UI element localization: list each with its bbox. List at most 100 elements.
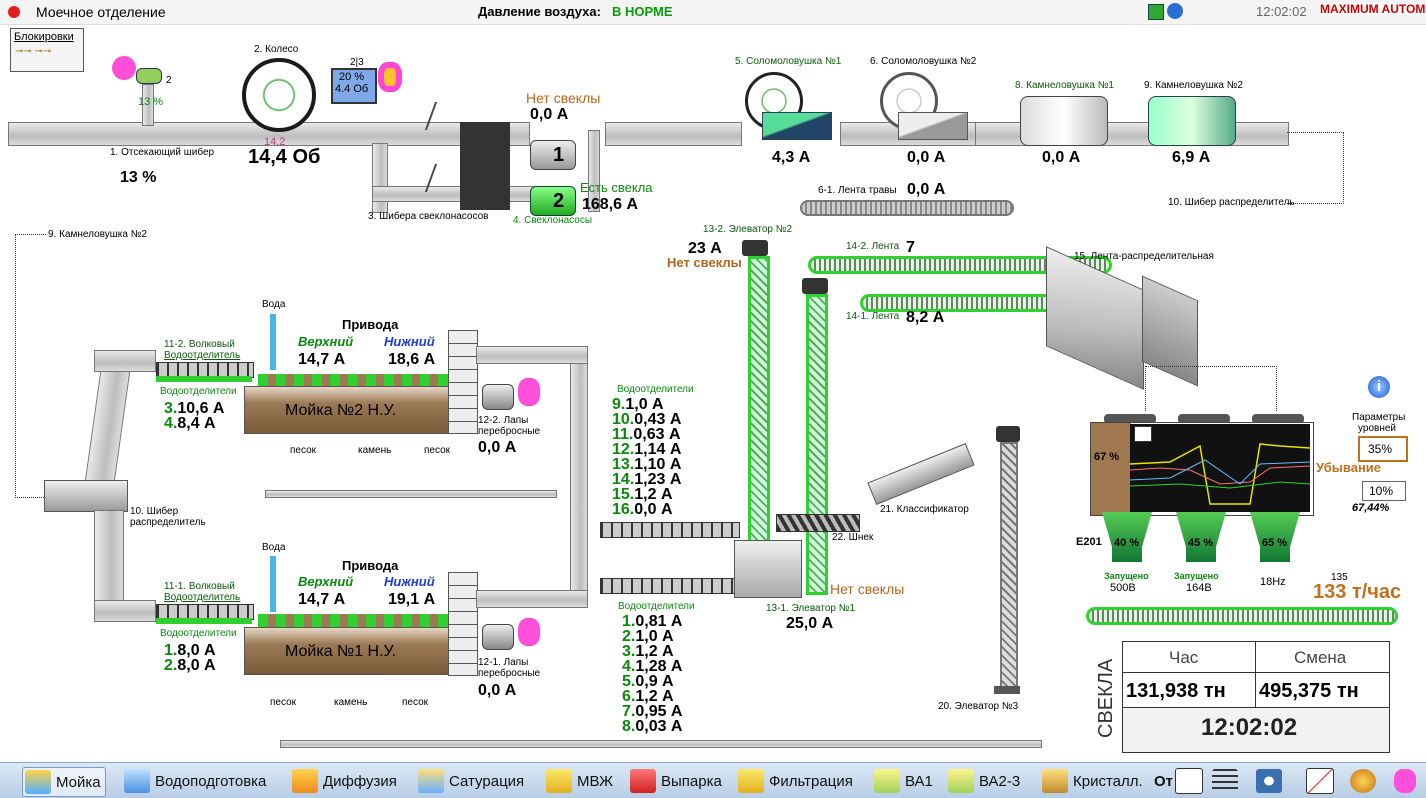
bunker1-pct: 65 % bbox=[1262, 537, 1288, 549]
hand-icon bbox=[1394, 769, 1416, 793]
bunker-discharge-belt[interactable] bbox=[1086, 607, 1398, 625]
trend-button[interactable] bbox=[1306, 767, 1339, 795]
sep-top-title: Водоотделители bbox=[617, 384, 694, 395]
e20-elevator[interactable] bbox=[1000, 442, 1018, 690]
return-top bbox=[476, 346, 588, 364]
sep-bottom-row: 1.0,81 А bbox=[622, 613, 683, 630]
wash1-sep2-val: 8,0 А bbox=[177, 657, 216, 674]
return-riser bbox=[570, 346, 588, 592]
blocks-button[interactable]: Блокировки ⊸⊸ ⊸⊸ bbox=[10, 28, 84, 72]
wash2-volk-active bbox=[156, 376, 252, 382]
param2-value: 10% bbox=[1369, 484, 1394, 498]
shutter-actuator-icon[interactable] bbox=[136, 68, 162, 84]
summary-col2-header: Смена bbox=[1256, 642, 1389, 673]
trend-label: Убывание bbox=[1316, 460, 1382, 475]
bunker2-cap bbox=[1178, 414, 1230, 424]
wash1-paddle-value: 0,0 А bbox=[478, 682, 517, 699]
hand-control-icon-2[interactable] bbox=[378, 62, 402, 92]
wash1-tank[interactable]: Мойка №1 Н.У. bbox=[244, 627, 450, 675]
wash1-volk-1: 11-1. Волковый bbox=[164, 581, 235, 592]
bunker3-pct: 40 % bbox=[1114, 537, 1140, 549]
wash1-sep1-num: 1. bbox=[164, 642, 178, 659]
logo: MAXIMUM AUTOMATION bbox=[1320, 3, 1426, 15]
tab-va1[interactable]: ВА1 bbox=[874, 767, 933, 795]
bunker-feed-links bbox=[1145, 366, 1277, 411]
chat-icon[interactable] bbox=[1167, 3, 1183, 19]
tab-mvzh[interactable]: МВЖ bbox=[546, 767, 613, 795]
summary-col1-header: Час bbox=[1123, 642, 1256, 673]
bunker-level: 67 % bbox=[1094, 451, 1120, 463]
screw-icon[interactable] bbox=[776, 514, 860, 532]
wash2-drain bbox=[265, 490, 557, 498]
sep-top-row: 12.1,14 А bbox=[612, 441, 682, 458]
wash2-tank[interactable]: Мойка №2 Н.У. bbox=[244, 386, 450, 434]
settings-button[interactable] bbox=[1256, 767, 1287, 795]
param2-field[interactable]: 10% bbox=[1362, 481, 1406, 501]
distributor-body[interactable] bbox=[44, 480, 128, 512]
wheel-icon[interactable] bbox=[242, 58, 316, 132]
hand-control-icon[interactable] bbox=[112, 56, 136, 80]
tab-diffusion[interactable]: Диффузия bbox=[292, 767, 397, 795]
shutter-stem bbox=[142, 84, 154, 126]
straw1-body bbox=[762, 112, 832, 140]
summary-table: Час Смена 131,938 тн 495,375 тн 12:02:02 bbox=[1122, 641, 1390, 753]
tab-water[interactable]: Водоподготовка bbox=[124, 767, 266, 795]
belt142[interactable] bbox=[808, 256, 1112, 274]
wash1-hand-icon[interactable] bbox=[518, 618, 540, 646]
e131-elevator[interactable] bbox=[806, 294, 828, 595]
saturation-icon bbox=[418, 769, 444, 793]
wash1-drives: Привода bbox=[342, 558, 399, 573]
summary-side-label: СВЕКЛА bbox=[1095, 658, 1117, 738]
tab-crystal[interactable]: Кристалл. bbox=[1042, 767, 1143, 795]
classifier-label: 21. Классификатор bbox=[880, 504, 969, 515]
list-icon bbox=[1212, 769, 1238, 793]
bunker2-v: 164В bbox=[1186, 582, 1212, 594]
e132-elevator[interactable] bbox=[748, 256, 770, 552]
pump1-icon[interactable]: 1 bbox=[530, 140, 576, 170]
air-pressure-label: Давление воздуха: bbox=[478, 4, 601, 19]
info-icon[interactable]: i bbox=[1368, 376, 1390, 398]
wash2-paddle-motor-icon[interactable] bbox=[482, 384, 514, 410]
tab-va23[interactable]: ВА2-3 bbox=[948, 767, 1020, 795]
stone1-drum-icon[interactable] bbox=[1020, 96, 1108, 146]
shutter-label: 1. Отсекающий шибер bbox=[110, 147, 215, 158]
bottom-separators-belt[interactable] bbox=[600, 578, 736, 594]
classifier-icon[interactable] bbox=[867, 443, 975, 505]
network-icon[interactable] bbox=[1148, 4, 1164, 20]
tab-wash[interactable]: Мойка bbox=[22, 767, 106, 797]
list-button[interactable] bbox=[1212, 767, 1243, 795]
tools-button[interactable] bbox=[1350, 767, 1381, 795]
tab-saturation[interactable]: Сатурация bbox=[418, 767, 524, 795]
sep-top-row: 11.0,63 А bbox=[612, 426, 681, 443]
speed-panel[interactable]: 20 % 4.4 Об bbox=[331, 68, 377, 104]
wash1-paddle-motor-icon[interactable] bbox=[482, 624, 514, 650]
grass-belt[interactable] bbox=[800, 200, 1014, 216]
chart-popup-icon[interactable] bbox=[1134, 426, 1152, 442]
sep-top-row: 9.1,0 А bbox=[612, 396, 664, 413]
wash1-sep-label: Водоотделители bbox=[160, 628, 237, 639]
chart-icon bbox=[1306, 768, 1334, 794]
grass-belt-value: 0,0 А bbox=[907, 181, 946, 198]
dist-belt-label: 15. Лента-распределительная bbox=[1074, 251, 1214, 262]
wash2-hand-icon[interactable] bbox=[518, 378, 540, 406]
left-chute-top bbox=[94, 350, 156, 372]
stone2-ref-label: 9. Камнеловушка №2 bbox=[48, 229, 147, 240]
grass-belt-label: 6-1. Лента травы bbox=[818, 185, 897, 196]
stone2-drum-icon[interactable] bbox=[1148, 96, 1236, 146]
trend-chart[interactable] bbox=[1129, 424, 1311, 512]
return-bottom bbox=[476, 590, 588, 608]
hand-button[interactable] bbox=[1394, 767, 1421, 795]
params-label-2: уровней bbox=[1358, 423, 1396, 434]
screw-hopper bbox=[734, 540, 802, 598]
tab-filtration[interactable]: Фильтрация bbox=[738, 767, 853, 795]
tab-evaporation[interactable]: Выпарка bbox=[630, 767, 722, 795]
tab-report[interactable]: От bbox=[1154, 767, 1208, 795]
top-separators-belt[interactable] bbox=[600, 522, 740, 538]
wash2-bottom-label: Нижний bbox=[384, 334, 435, 349]
param1-field[interactable]: 35% bbox=[1358, 436, 1408, 462]
blocks-button-label: Блокировки bbox=[14, 31, 74, 43]
belt142-label: 14-2. Лента bbox=[846, 241, 900, 252]
wash2-sep3-val: 10,6 А bbox=[177, 400, 225, 417]
pump2-icon[interactable]: 2 bbox=[530, 186, 576, 216]
sep-bottom-list: 1.0,81 А 2.1,0 А 3.1,2 А 4.1,28 А 5.0,9 … bbox=[622, 613, 683, 735]
